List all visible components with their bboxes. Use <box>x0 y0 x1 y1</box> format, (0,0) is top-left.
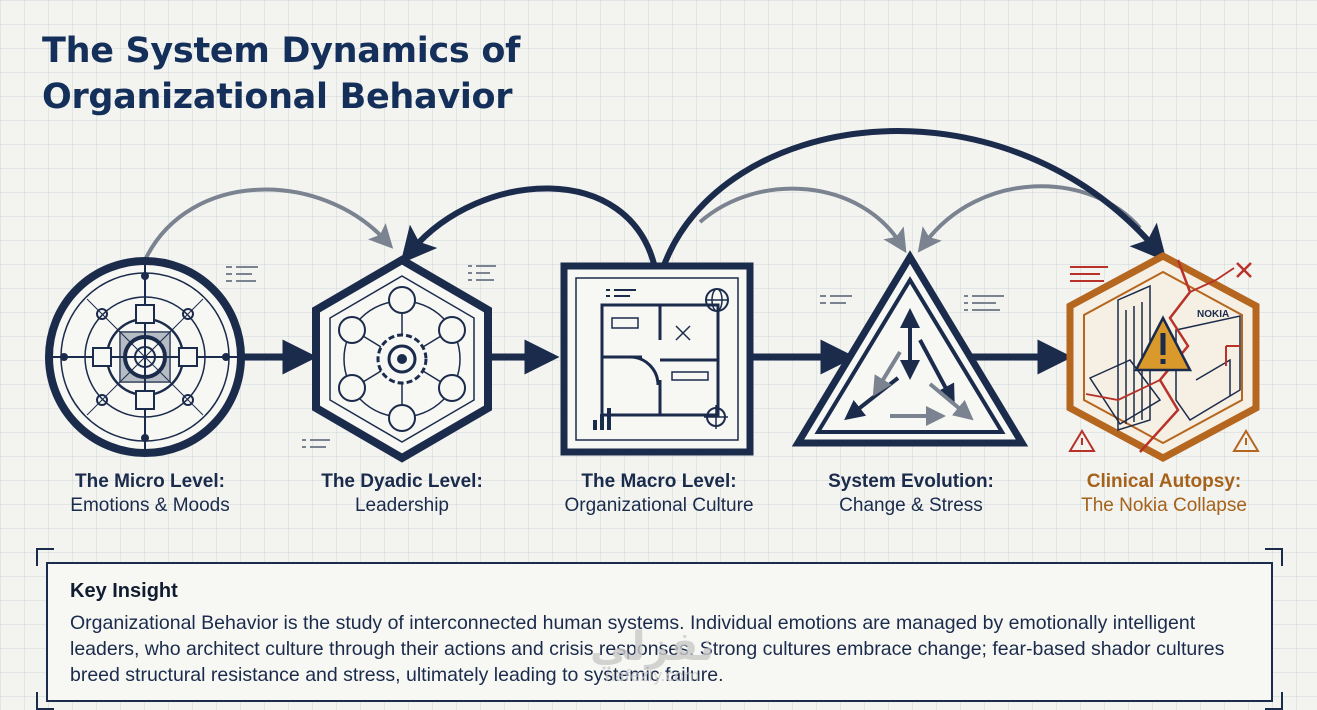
title-line-2: Organizational Behavior <box>42 77 513 117</box>
stage-subtitle: Leadership <box>354 495 450 516</box>
feedback-arc-macro-to-dyadic <box>400 185 658 269</box>
stage-title: The Macro Level: <box>581 471 737 492</box>
stage-title: Clinical Autopsy: <box>1086 471 1242 492</box>
stage-label-autopsy: Clinical Autopsy: The Nokia Collapse <box>1034 470 1294 518</box>
stage-title: The Dyadic Level: <box>321 471 483 492</box>
page-title: The System Dynamics of Organizational Be… <box>42 28 642 120</box>
title-line-1: The System Dynamics of <box>42 31 520 71</box>
bracket-corner <box>1265 548 1283 566</box>
stage-label-evolution: System Evolution: Change & Stress <box>781 470 1041 518</box>
stage-label-dyadic: The Dyadic Level: Leadership <box>272 470 532 518</box>
feedback-arc-macro-to-evolution <box>698 186 907 254</box>
bar-chart-icon <box>593 408 611 430</box>
nokia-logo-label: NOKIA <box>1197 309 1229 320</box>
feedback-arc-micro-to-dyadic <box>144 187 394 259</box>
key-insight-box: Key Insight Organizational Behavior is t… <box>46 562 1273 702</box>
stage-subtitle: Emotions & Moods <box>70 495 230 516</box>
stage-subtitle: The Nokia Collapse <box>1081 495 1247 516</box>
stage-title: System Evolution: <box>828 471 994 492</box>
stage-subtitle: Organizational Culture <box>564 495 754 516</box>
cracked-hexagon-warning-icon: NOKIA <box>1066 252 1260 462</box>
stage-label-micro: The Micro Level: Emotions & Moods <box>20 470 280 518</box>
hexagon-gear-network-icon <box>302 255 496 463</box>
blueprint-floorplan-icon <box>560 262 754 456</box>
red-x-icon <box>1236 262 1252 278</box>
warning-icon <box>1133 315 1193 372</box>
triangle-arrows-icon <box>791 250 1029 447</box>
watermark: نفزلي nafezly.com <box>590 625 714 685</box>
feedback-arc-macro-to-autopsy <box>660 128 1167 270</box>
warning-small-right-icon <box>1232 429 1260 452</box>
globe-icon <box>705 288 729 312</box>
bracket-corner <box>36 548 54 566</box>
warning-small-left-icon <box>1068 429 1096 452</box>
watermark-arabic: نفزلي <box>590 624 715 670</box>
radial-target-icon <box>45 257 258 457</box>
insight-body: Organizational Behavior is the study of … <box>70 612 1225 686</box>
watermark-url: nafezly.com <box>604 666 700 685</box>
insight-heading: Key Insight <box>70 580 178 602</box>
stage-title: The Micro Level: <box>75 471 225 492</box>
bracket-corner <box>1265 692 1283 710</box>
crosshair-icon <box>704 405 728 429</box>
bracket-corner <box>36 692 54 710</box>
stage-subtitle: Change & Stress <box>839 495 983 516</box>
stage-label-macro: The Macro Level: Organizational Culture <box>529 470 789 518</box>
feedback-arc-autopsy-to-evolution <box>917 184 1142 253</box>
